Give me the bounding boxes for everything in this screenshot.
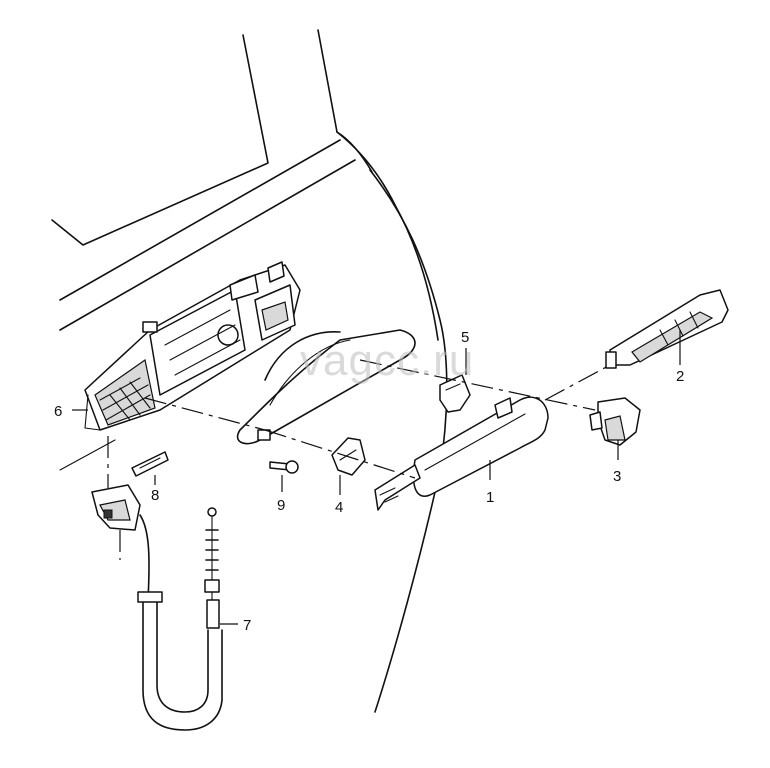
callout-2: 2 (676, 368, 684, 385)
leader-lines (72, 330, 681, 625)
door-panel (51, 29, 448, 713)
callout-6: 6 (54, 403, 62, 420)
callout-3: 3 (613, 468, 621, 485)
assembly-lines (107, 359, 611, 560)
handle-carrier-bracket (84, 261, 301, 431)
callout-1: 1 (486, 489, 494, 506)
watermark-text: vagcc.ru (300, 336, 474, 385)
callout-8: 8 (151, 487, 159, 504)
callout-7: 7 (243, 617, 251, 634)
callout-5: 5 (461, 329, 469, 346)
screw (269, 460, 299, 474)
bowden-cable (137, 507, 223, 731)
end-cap (589, 397, 641, 446)
lock-cylinder-housing (91, 484, 141, 531)
door-handle-grip (374, 396, 549, 511)
callout-9: 9 (277, 497, 285, 514)
seal (131, 451, 169, 477)
trim-cap-long (605, 289, 729, 369)
handle-backing-plate (236, 329, 416, 445)
callout-4: 4 (335, 499, 343, 516)
retaining-clip-upper (439, 374, 471, 413)
callout-labels: 1 2 3 4 5 6 7 8 9 (54, 329, 684, 634)
